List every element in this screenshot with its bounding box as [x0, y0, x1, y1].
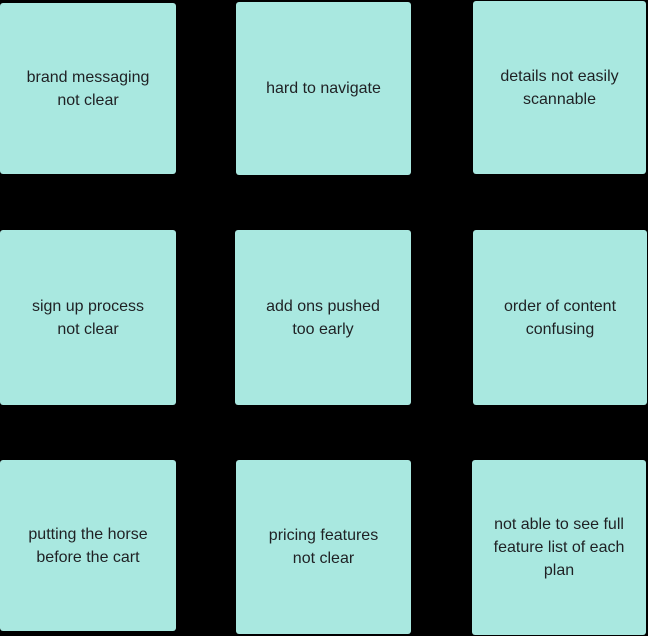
sticky-note-text: not able to see full feature list of eac…	[493, 516, 625, 579]
sticky-note-7[interactable]: putting the horse before the cart	[0, 460, 176, 631]
sticky-note-text: add ons pushed too early	[266, 297, 380, 338]
sticky-note-8[interactable]: pricing features not clear	[236, 460, 411, 634]
sticky-note-text: sign up process not clear	[31, 297, 145, 338]
sticky-note-2[interactable]: hard to navigate	[236, 2, 411, 175]
sticky-note-text: putting the horse before the cart	[28, 525, 148, 566]
sticky-note-1[interactable]: brand messaging not clear	[0, 3, 176, 174]
sticky-note-text: brand messaging not clear	[26, 68, 150, 109]
sticky-note-text: pricing features not clear	[268, 527, 379, 567]
sticky-note-text: order of content confusing	[503, 297, 617, 338]
sticky-note-3[interactable]: details not easily scannable	[473, 1, 646, 174]
sticky-note-6[interactable]: order of content confusing	[473, 230, 647, 405]
sticky-note-9[interactable]: not able to see full feature list of eac…	[472, 460, 646, 635]
sticky-note-text: hard to navigate	[266, 80, 381, 97]
sticky-note-text: details not easily scannable	[500, 67, 619, 108]
sticky-note-5[interactable]: add ons pushed too early	[235, 230, 411, 405]
sticky-note-4[interactable]: sign up process not clear	[0, 230, 176, 405]
